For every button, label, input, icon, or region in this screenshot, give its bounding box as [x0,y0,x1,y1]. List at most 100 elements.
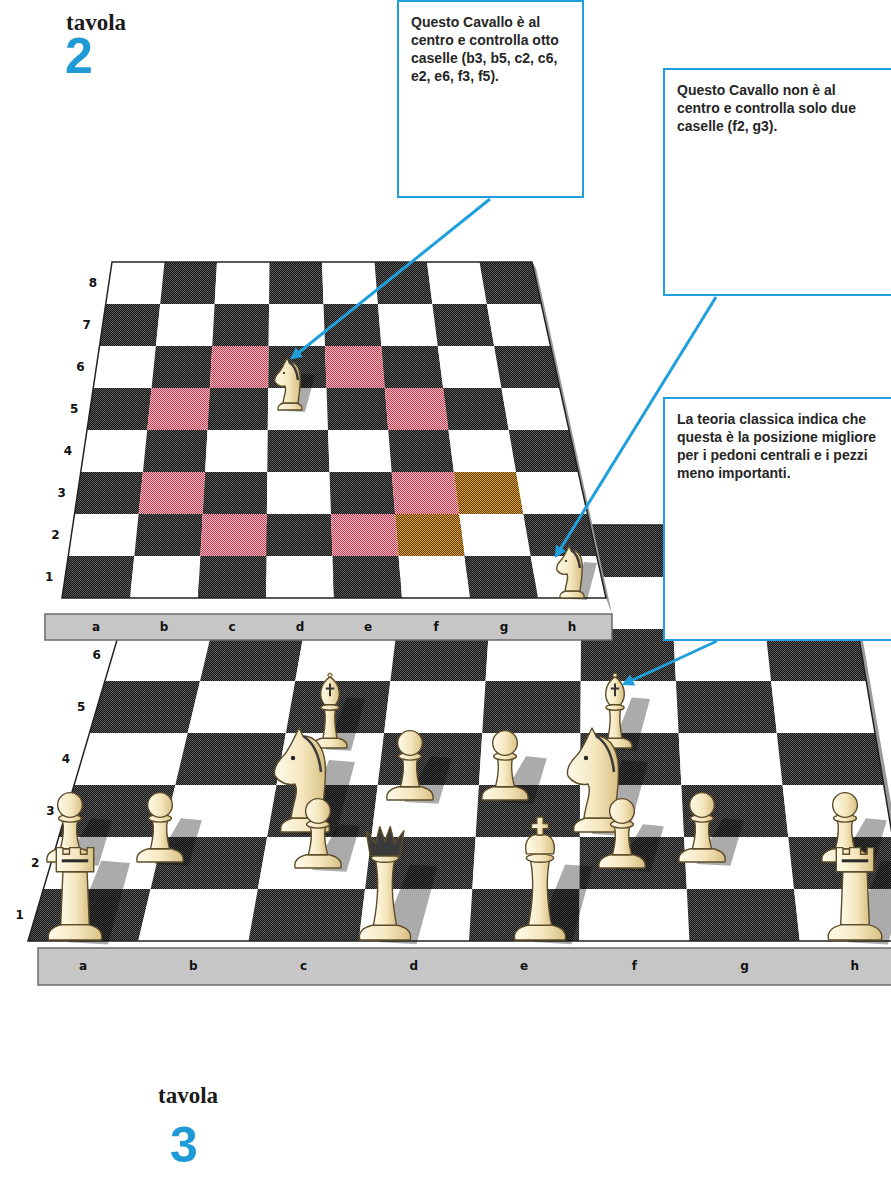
file-label: f [632,960,637,972]
board-square [322,262,378,304]
board-square [771,681,875,733]
board-square [443,388,509,430]
board-square [138,889,258,941]
board-frame-backing [38,941,891,985]
piece-eye [584,756,588,760]
piece-top [56,848,93,872]
piece-stem [836,820,855,849]
piece-stem [608,709,622,738]
piece-base [359,925,410,940]
rook-piece [48,848,130,945]
board-square [266,514,332,556]
piece-top [836,848,873,872]
file-label: a [79,960,87,972]
chessboard-upper [45,262,612,640]
board-square [454,472,524,514]
piece-head [526,835,555,854]
rank-label: 6 [92,649,100,661]
piece-base [482,787,528,800]
piece-base [560,591,584,598]
board-square [482,681,580,733]
piece-collar [321,705,339,711]
file-label: f [433,621,438,633]
board-square [249,889,366,941]
piece-head [833,793,858,818]
board-square [147,388,210,430]
file-label: e [364,621,372,633]
piece-mane [571,550,580,568]
board-square [198,556,266,598]
board-square [501,388,569,430]
board-square [679,733,783,785]
board-square [325,346,385,388]
piece-base [679,849,725,862]
board-frame-bar [45,614,612,640]
rank-label: 1 [16,909,24,921]
pawn-piece [482,731,547,804]
board-square [208,388,269,430]
board-square [333,556,403,598]
piece-head [306,799,331,824]
file-label: c [228,621,235,633]
file-label: g [500,621,509,633]
piece-stem [323,709,337,738]
plate-number: 2 [65,31,93,81]
piece-mitre [321,677,340,705]
board-square [777,733,884,785]
rank-label: 7 [82,319,90,331]
file-label: c [300,960,307,972]
board-square [388,430,454,472]
board-square [203,472,268,514]
board-square [139,472,206,514]
pawn-piece [295,799,360,872]
piece-head [557,546,583,591]
piece-head [398,731,423,756]
board-square [143,430,208,472]
file-label: b [189,960,198,972]
rank-label: 5 [70,403,78,415]
board-square [160,262,217,304]
board-square [267,472,331,514]
board-square [266,556,334,598]
piece-head [493,731,518,756]
board-square [427,262,487,304]
callout-box: La teoria classica indica che questa è l… [663,397,891,641]
piece-head [58,793,83,818]
board-square [384,681,486,733]
piece-mane [303,736,321,772]
board-square [130,556,200,598]
board-square [62,556,134,598]
board-square [106,262,165,304]
queen-piece [359,827,437,945]
board-square [509,430,579,472]
file-label: g [740,960,749,972]
piece-collar [526,854,553,862]
piece-head [610,799,635,824]
file-label: e [520,960,528,972]
rook-piece [828,848,891,945]
piece-stem [61,820,80,849]
piece-stem [151,820,170,849]
piece-eye [291,756,295,760]
piece-head [690,793,715,818]
board-square [152,346,213,388]
piece-stem [693,820,712,849]
board-square [449,430,517,472]
board-square [267,430,329,472]
file-label: h [851,960,860,972]
rank-label: 2 [51,529,59,541]
board-square [432,304,494,346]
king-piece [514,817,592,944]
piece-base [387,787,433,800]
knight-piece [567,728,648,836]
leader-arrow [292,199,490,358]
board-square [156,304,215,346]
piece-collar [606,705,624,711]
piece-mane [596,736,614,772]
board-square [487,304,551,346]
board-square [465,556,538,598]
piece-mane [289,362,298,380]
board-square [392,472,460,514]
board-square [328,430,392,472]
pawn-piece [679,793,744,866]
